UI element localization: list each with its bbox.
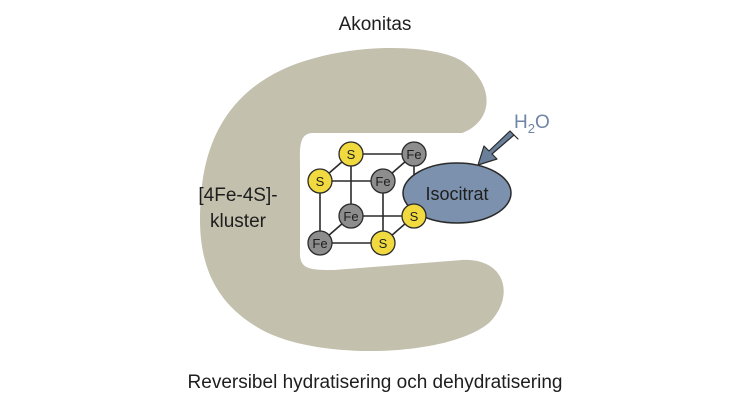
- caption: Reversibel hydratisering och dehydratise…: [188, 372, 563, 393]
- cluster-label-line2: kluster: [210, 211, 267, 232]
- atom-s-left: S: [307, 168, 333, 194]
- substrate-label: Isocitrat: [425, 184, 488, 204]
- svg-text:Fe: Fe: [406, 147, 421, 162]
- atom-s-top: S: [338, 141, 364, 167]
- svg-text:S: S: [379, 236, 388, 251]
- svg-text:S: S: [316, 174, 325, 189]
- svg-text:S: S: [347, 147, 356, 162]
- substrate-isocitrate: Isocitrat: [402, 162, 512, 224]
- atom-s-bottom: S: [370, 230, 396, 256]
- atom-s-right: S: [401, 203, 427, 229]
- svg-text:Fe: Fe: [312, 236, 327, 251]
- svg-text:Fe: Fe: [375, 174, 390, 189]
- atom-fe-middle: Fe: [338, 203, 364, 229]
- atom-fe-bottom-left: Fe: [307, 230, 333, 256]
- cluster-bonds: [319, 153, 415, 244]
- svg-text:S: S: [410, 209, 419, 224]
- enzyme-shape: [199, 47, 504, 352]
- title: Akonitas: [339, 14, 412, 35]
- svg-text:Fe: Fe: [343, 209, 358, 224]
- cluster-label-line1: [4Fe-4S]-: [198, 185, 277, 206]
- water-label: H2O: [514, 112, 550, 136]
- water-arrow: [477, 130, 519, 166]
- atom-fe-top-right: Fe: [401, 141, 427, 167]
- atom-fe-center: Fe: [370, 168, 396, 194]
